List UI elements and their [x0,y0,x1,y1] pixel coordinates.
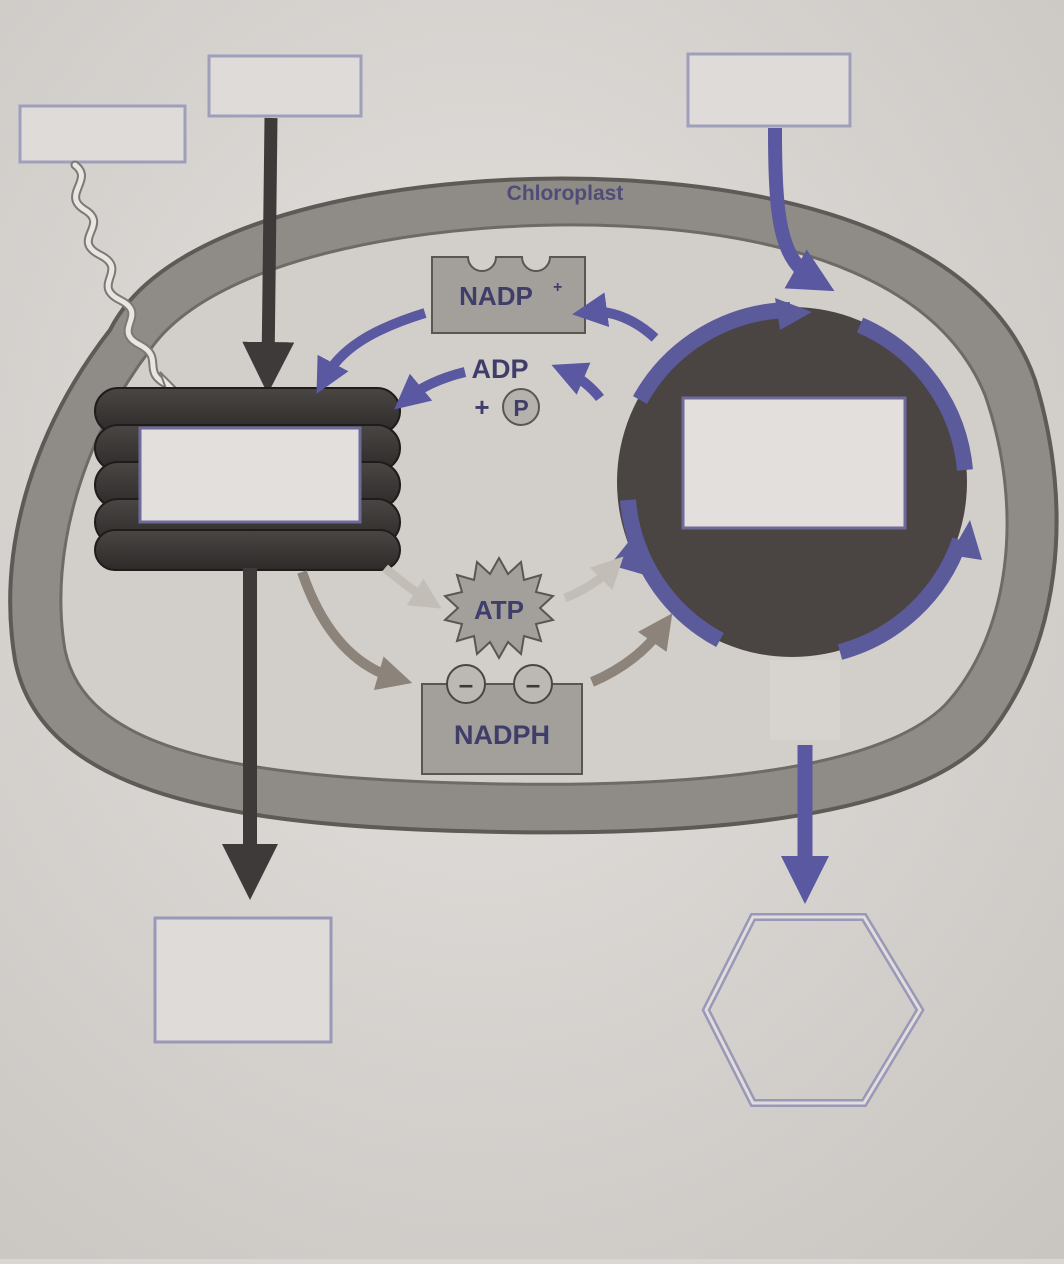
input-light-box[interactable] [18,104,187,164]
electron-right-label: – [526,669,540,699]
nadp-plus-box [431,256,586,334]
calvin-cycle-box[interactable] [681,396,907,530]
nadp-to-thylakoid-arrow [316,308,427,394]
electron-left-label: – [459,669,473,699]
atp-label: ATP [474,595,524,625]
output-oxygen-box[interactable] [153,916,333,1044]
nadph-out-arrow [590,613,673,687]
adp-label: ADP [471,354,528,384]
adp-to-thylakoid-arrow [394,367,467,410]
adp-return-arrow [551,362,604,402]
atp-starburst [442,555,556,661]
plus-sign: + [474,392,489,422]
input-co2-box[interactable] [686,52,852,128]
light-reactions-box[interactable] [138,426,362,524]
water-arrow [242,117,295,394]
nadph-label: NADPH [454,720,550,750]
nadph-box [421,683,583,775]
phosphate-label: P [513,395,528,421]
nadp-plus-label: NADP [459,281,533,311]
electron-right-circle [513,664,553,704]
input-water-box[interactable] [207,54,363,118]
nadp-return-arrow [572,292,659,342]
electron-left-circle [446,664,486,704]
nadp-plus-superscript: + [553,279,562,296]
chloroplast-title: Chloroplast [507,182,624,205]
co2-arrow [768,127,835,292]
nadph-in-arrow [297,570,413,691]
phosphate-circle [502,388,540,426]
atp-out-arrow [563,556,624,603]
atp-in-arrow [382,564,442,609]
